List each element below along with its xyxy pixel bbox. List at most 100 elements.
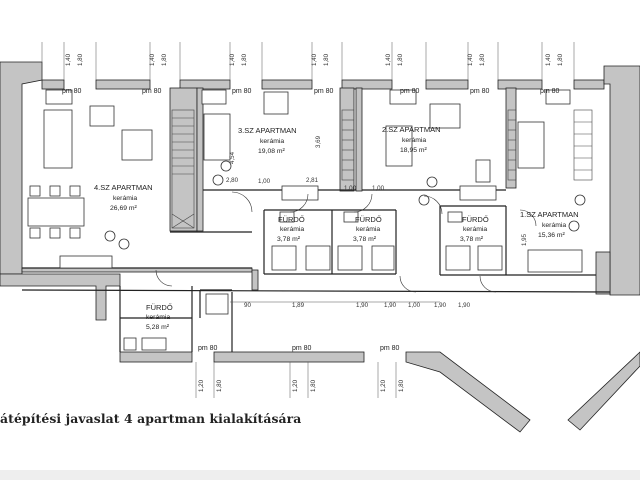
pm-label: pm 80 — [198, 345, 218, 352]
dim-label: 1,80 — [216, 379, 223, 392]
dim-label: 1,00 — [344, 185, 357, 192]
pm-label: pm 80 — [62, 88, 82, 95]
bottom-dimensions: 1,20 1,80 1,20 1,80 1,20 1,80 — [198, 379, 405, 392]
room-material: kerámia — [356, 226, 380, 233]
dining-table — [27, 197, 85, 227]
room-name: FÜRDŐ — [355, 215, 382, 224]
pm-label: pm 80 — [400, 88, 420, 95]
room-area: 26,69 m² — [110, 205, 138, 212]
pm-label: pm 80 — [232, 88, 252, 95]
pm-label: pm 80 — [380, 345, 400, 352]
pm-label: pm 80 — [314, 88, 334, 95]
corridor-dimensions: 90 1,89 1,90 1,90 1,00 1,90 1,90 — [244, 302, 471, 309]
room-area: 15,36 m² — [538, 232, 566, 239]
dim-label: 1,90 — [356, 302, 369, 309]
stool — [212, 174, 224, 186]
dim-label: 1,80 — [161, 53, 168, 66]
dim-label: 1,80 — [397, 53, 404, 66]
dim-label: 1,80 — [323, 53, 330, 66]
shower — [305, 245, 331, 271]
stool — [574, 194, 586, 206]
room-area: 3,78 m² — [353, 236, 377, 243]
dim-label: 1,90 — [458, 302, 471, 309]
dim-label: 1,20 — [198, 379, 205, 392]
dim-label: 1,90 — [384, 302, 397, 309]
stool — [568, 220, 580, 232]
stool — [104, 230, 116, 242]
room-material: kerámia — [402, 137, 426, 144]
dim-label: 1,20 — [292, 379, 299, 392]
sofa — [385, 125, 413, 167]
dimension-lines — [41, 42, 575, 398]
room-label-bath-a: FÜRDŐ kerámia 3,78 m² — [277, 215, 305, 243]
plan-caption: átépítési javaslat 4 apartman kialakítás… — [0, 411, 302, 426]
bed — [545, 89, 571, 105]
chair — [29, 227, 41, 239]
doors — [155, 191, 537, 293]
room-area: 5,28 m² — [146, 324, 170, 331]
dim-label: 2,80 — [226, 177, 239, 184]
room-label-apt1: 1.SZ APARTMAN kerámia 15,36 m² — [520, 210, 579, 239]
shower — [271, 245, 297, 271]
room-label-bath-c: FÜRDŐ kerámia 3,78 m² — [460, 215, 489, 243]
kitchen-counter — [59, 255, 113, 269]
chair — [29, 185, 41, 197]
sofa — [43, 109, 73, 169]
pm-label: pm 80 — [292, 345, 312, 352]
stool — [418, 194, 430, 206]
room-area: 18,95 m² — [400, 147, 428, 154]
bed — [201, 89, 227, 105]
shower — [205, 293, 229, 315]
bed — [45, 89, 73, 105]
dim-label: 1,90 — [434, 302, 447, 309]
room-label-bath-b: FÜRDŐ kerámia 3,78 m² — [353, 215, 382, 243]
room-label-apt4: 4.SZ APARTMAN kerámia 26,69 m² — [94, 183, 153, 212]
room-material: kerámia — [542, 222, 566, 229]
desk — [475, 159, 491, 183]
room-name: 3.SZ APARTMAN — [238, 126, 297, 135]
room-material: kerámia — [113, 195, 137, 202]
room-material: kerámia — [260, 138, 284, 145]
washbasin — [279, 211, 295, 223]
dim-label: 1,40 — [311, 53, 318, 66]
room-name: FÜRDŐ — [462, 215, 489, 224]
armchair — [263, 91, 289, 115]
stool — [426, 176, 438, 188]
dim-label: 1,80 — [241, 53, 248, 66]
room-label-apt3: 3.SZ APARTMAN kerámia 19,08 m² — [238, 126, 297, 155]
dim-label: 3,69 — [315, 135, 322, 148]
dim-label: 1,40 — [467, 53, 474, 66]
sofa — [203, 113, 231, 161]
toilet — [123, 337, 137, 351]
dim-label: 1,80 — [557, 53, 564, 66]
dim-label: 4,54 — [229, 151, 236, 164]
dim-label: 1,80 — [398, 379, 405, 392]
dim-label: 90 — [244, 302, 251, 309]
stool — [118, 238, 130, 250]
pm-label: pm 80 — [470, 88, 490, 95]
dim-label: 1,20 — [380, 379, 387, 392]
dim-label: 1,80 — [310, 379, 317, 392]
chair — [49, 185, 61, 197]
footer-band — [0, 470, 640, 480]
washbasin — [343, 211, 359, 223]
dim-label: 2,81 — [306, 177, 319, 184]
bed — [389, 89, 417, 105]
dim-label: 1,40 — [229, 53, 236, 66]
washbasin — [141, 337, 167, 351]
inner-dimensions: 2,80 2,81 1,00 1,95 4,54 3,69 1,00 1,00 — [226, 135, 528, 246]
shower — [337, 245, 363, 271]
chair — [69, 185, 81, 197]
armchair — [89, 105, 115, 127]
room-name: 4.SZ APARTMAN — [94, 183, 153, 192]
top-dimensions: 1,40 1,80 1,40 1,80 1,40 1,80 1,40 1,80 … — [65, 53, 564, 66]
stairs — [171, 109, 593, 229]
room-area: 19,08 m² — [258, 148, 286, 155]
dim-label: 1,40 — [385, 53, 392, 66]
dim-label: 1,00 — [258, 178, 271, 185]
dim-label: 1,40 — [545, 53, 552, 66]
shower — [371, 245, 395, 271]
kitchen-counter — [527, 249, 583, 273]
dim-label: 1,00 — [408, 302, 421, 309]
